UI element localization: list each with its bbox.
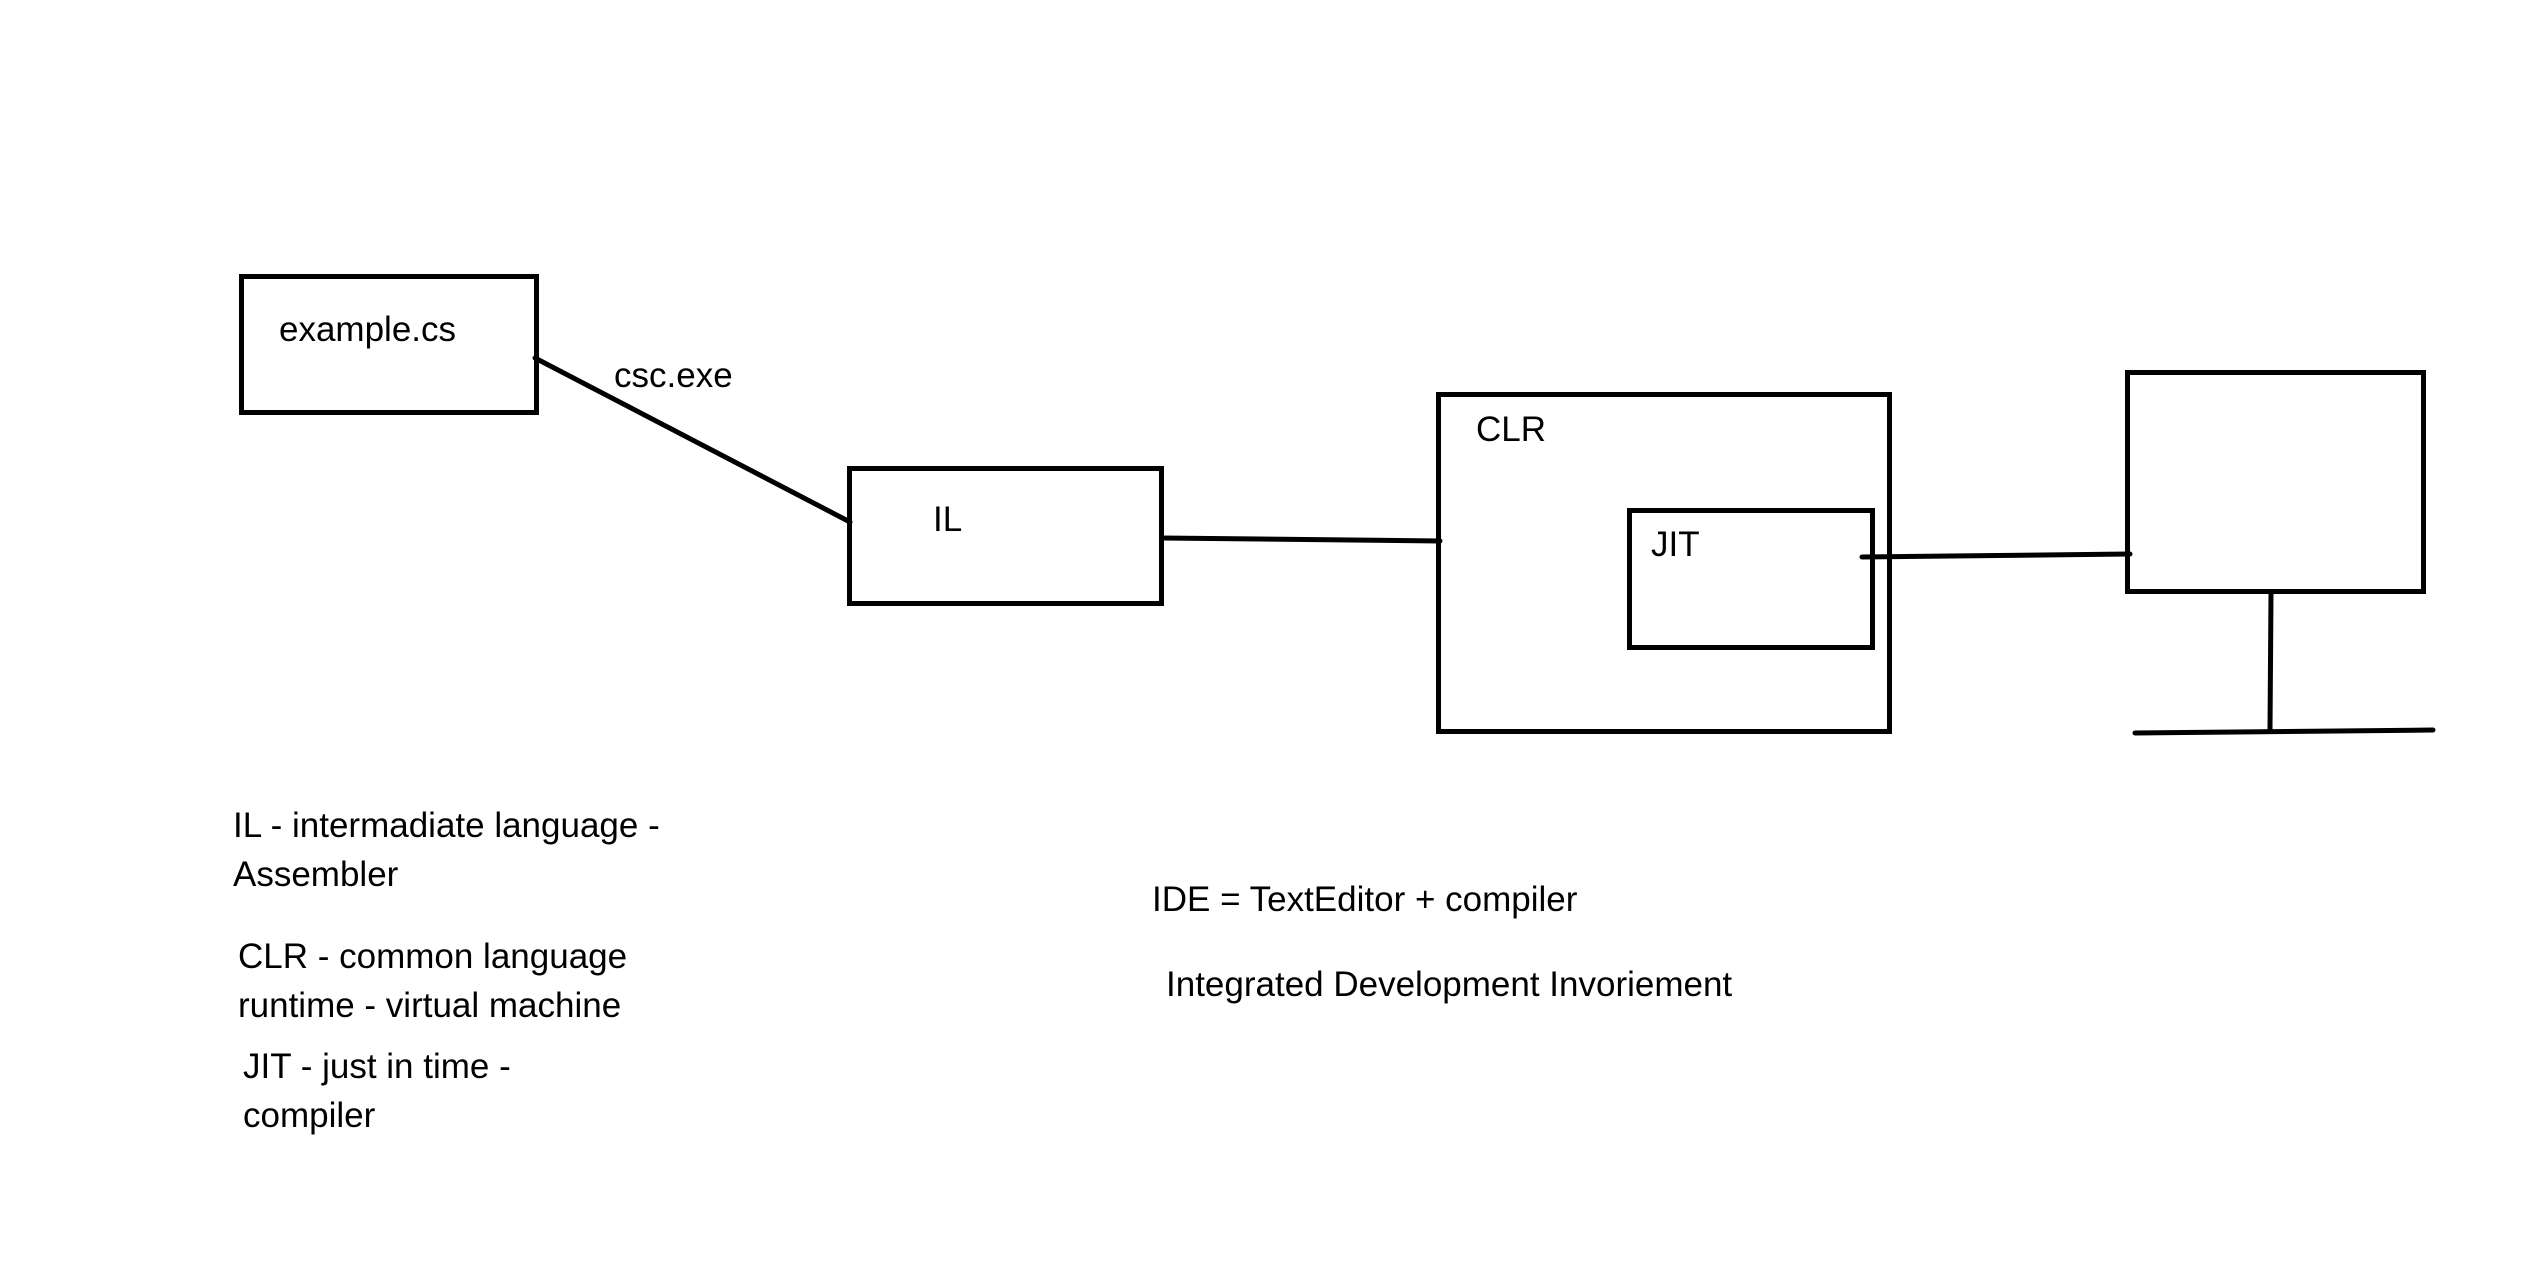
clr-box bbox=[1436, 392, 1892, 734]
monitor-screen bbox=[2125, 370, 2426, 594]
compiler-label: csc.exe bbox=[614, 356, 733, 395]
note-il-line-2: Assembler bbox=[233, 855, 399, 894]
monitor-stand bbox=[2267, 591, 2274, 733]
clr-label: CLR bbox=[1476, 410, 1547, 449]
note-clr-line-2: runtime - virtual machine bbox=[238, 986, 622, 1025]
note-il: IL - intermadiate language - Assembler bbox=[233, 801, 660, 899]
note-ide-full: Integrated Development Invoriement bbox=[1166, 965, 1733, 1004]
note-jit: JIT - just in time - compiler bbox=[243, 1042, 511, 1140]
monitor-base bbox=[2132, 727, 2436, 736]
note-ide: IDE = TextEditor + compiler bbox=[1152, 880, 1578, 919]
jit-box bbox=[1627, 508, 1875, 650]
jit-label: JIT bbox=[1651, 525, 1700, 564]
il-label: IL bbox=[933, 500, 963, 539]
edge-il-to-clr bbox=[1159, 535, 1443, 544]
source-file-box bbox=[239, 274, 539, 415]
note-jit-line-2: compiler bbox=[243, 1096, 376, 1135]
note-clr-line-1: CLR - common language bbox=[238, 937, 628, 976]
note-clr: CLR - common language runtime - virtual … bbox=[238, 932, 627, 1030]
il-box bbox=[847, 466, 1164, 606]
note-il-line-1: IL - intermadiate language - bbox=[233, 806, 660, 845]
edge-jit-to-monitor bbox=[1859, 551, 2133, 560]
edge-source-to-il bbox=[532, 355, 853, 525]
note-jit-line-1: JIT - just in time - bbox=[243, 1047, 511, 1086]
source-file-label: example.cs bbox=[279, 310, 457, 349]
